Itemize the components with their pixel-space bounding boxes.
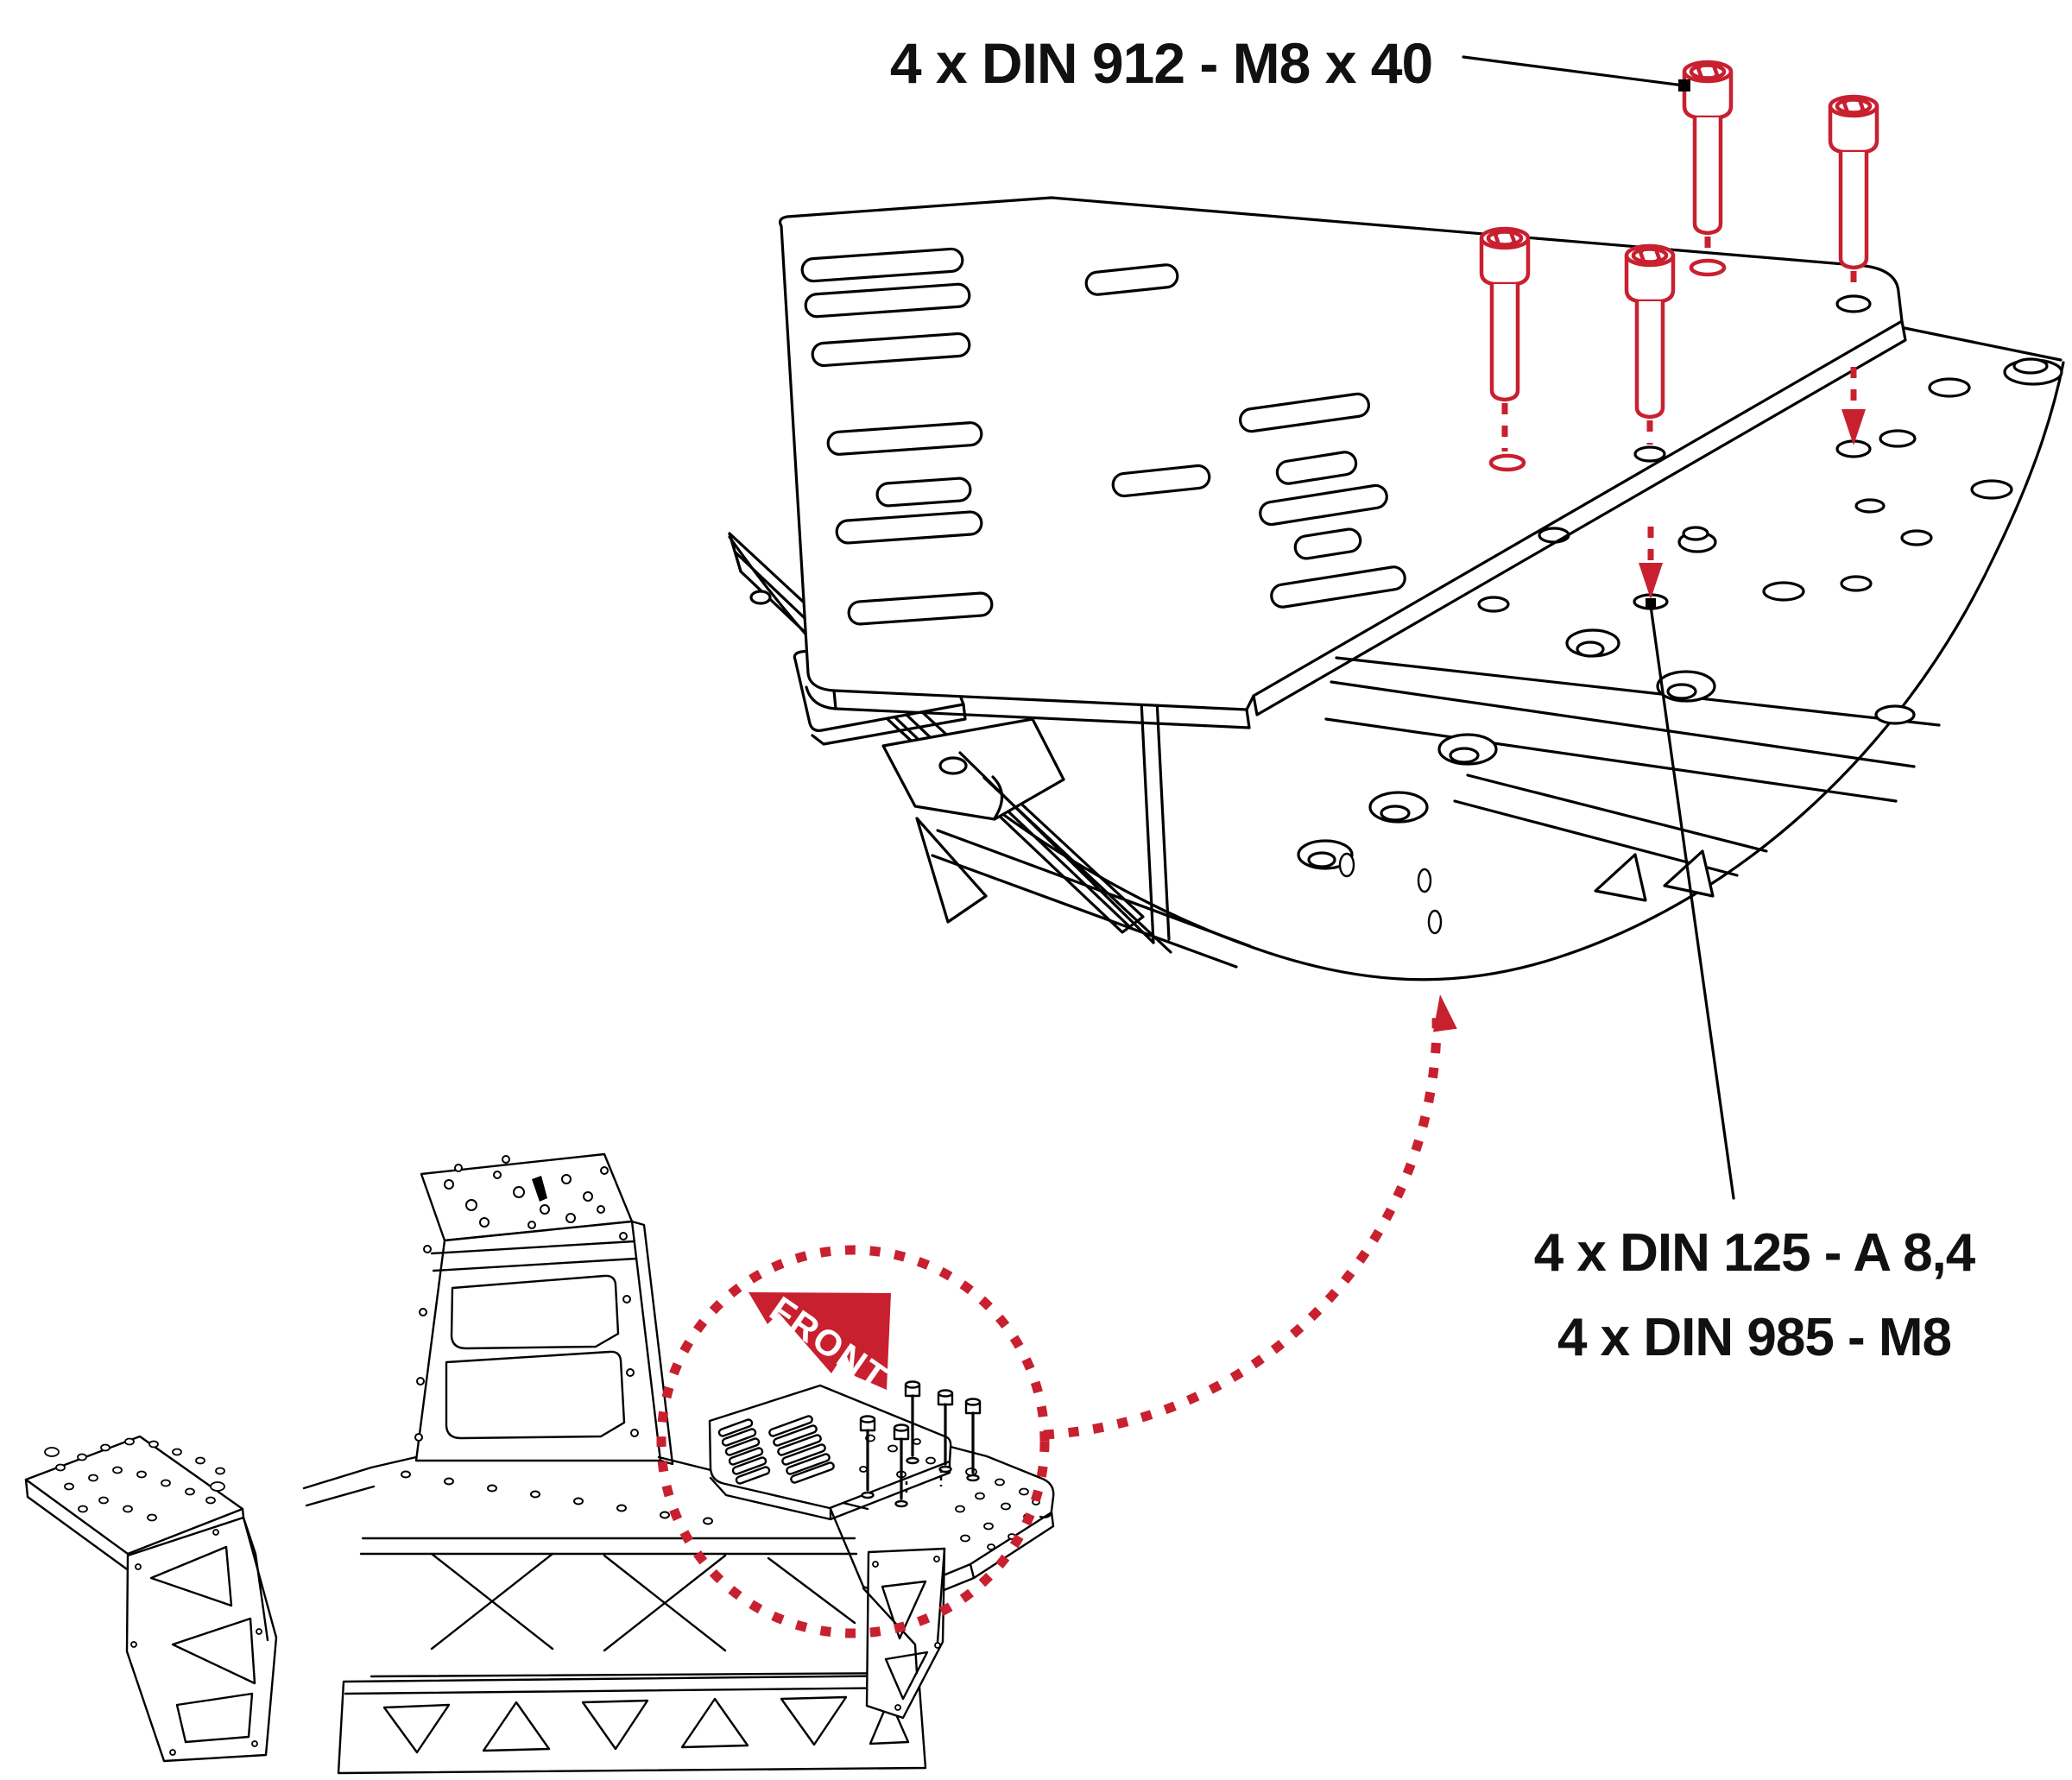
- title-leader-line: [1462, 55, 1685, 87]
- base-plate: [1297, 326, 2063, 935]
- washer-nut-leader-line: [1649, 604, 1735, 1200]
- title-leader-end-marker: [1678, 79, 1690, 92]
- din912-screws: [1481, 62, 1877, 599]
- din125-label: 4 x DIN 125 - A 8,4: [1534, 1223, 1976, 1283]
- tower-pin: [532, 1176, 547, 1202]
- tower-holes: [414, 1155, 639, 1442]
- din985-label: 4 x DIN 985 - M8: [1557, 1308, 1951, 1367]
- plate-slots: [800, 247, 1406, 626]
- washer-leader-end-marker: [1646, 598, 1656, 609]
- rig-tower: [414, 1152, 674, 1466]
- left-wing: [24, 1435, 278, 1763]
- overview-rig: FRONT: [24, 993, 1457, 1775]
- zoom-markers: FRONT: [656, 993, 1457, 1638]
- front-direction-arrow: FRONT: [749, 1289, 895, 1398]
- din912-label: 4 x DIN 912 - M8 x 40: [890, 31, 1432, 95]
- zoom-circle: [656, 1245, 1050, 1638]
- insert-arrow-right: [1841, 409, 1866, 445]
- pedal-plate-small: [708, 1379, 982, 1521]
- countersunk-holes: [1297, 526, 1717, 870]
- insert-arrow-left: [1639, 563, 1663, 599]
- top-pedal-plate: [778, 196, 1907, 729]
- zoom-connector-arrow: [1043, 1009, 1442, 1440]
- detail-view: [728, 55, 2065, 1200]
- pedal-plate-slots: [717, 1415, 835, 1485]
- leader-lines: [1462, 55, 1735, 1200]
- right-wing: [829, 1445, 1055, 1720]
- screw-din912-3: [1684, 62, 1731, 233]
- base-triangle-cutouts: [382, 1695, 910, 1754]
- screw-din912-4: [1830, 97, 1877, 268]
